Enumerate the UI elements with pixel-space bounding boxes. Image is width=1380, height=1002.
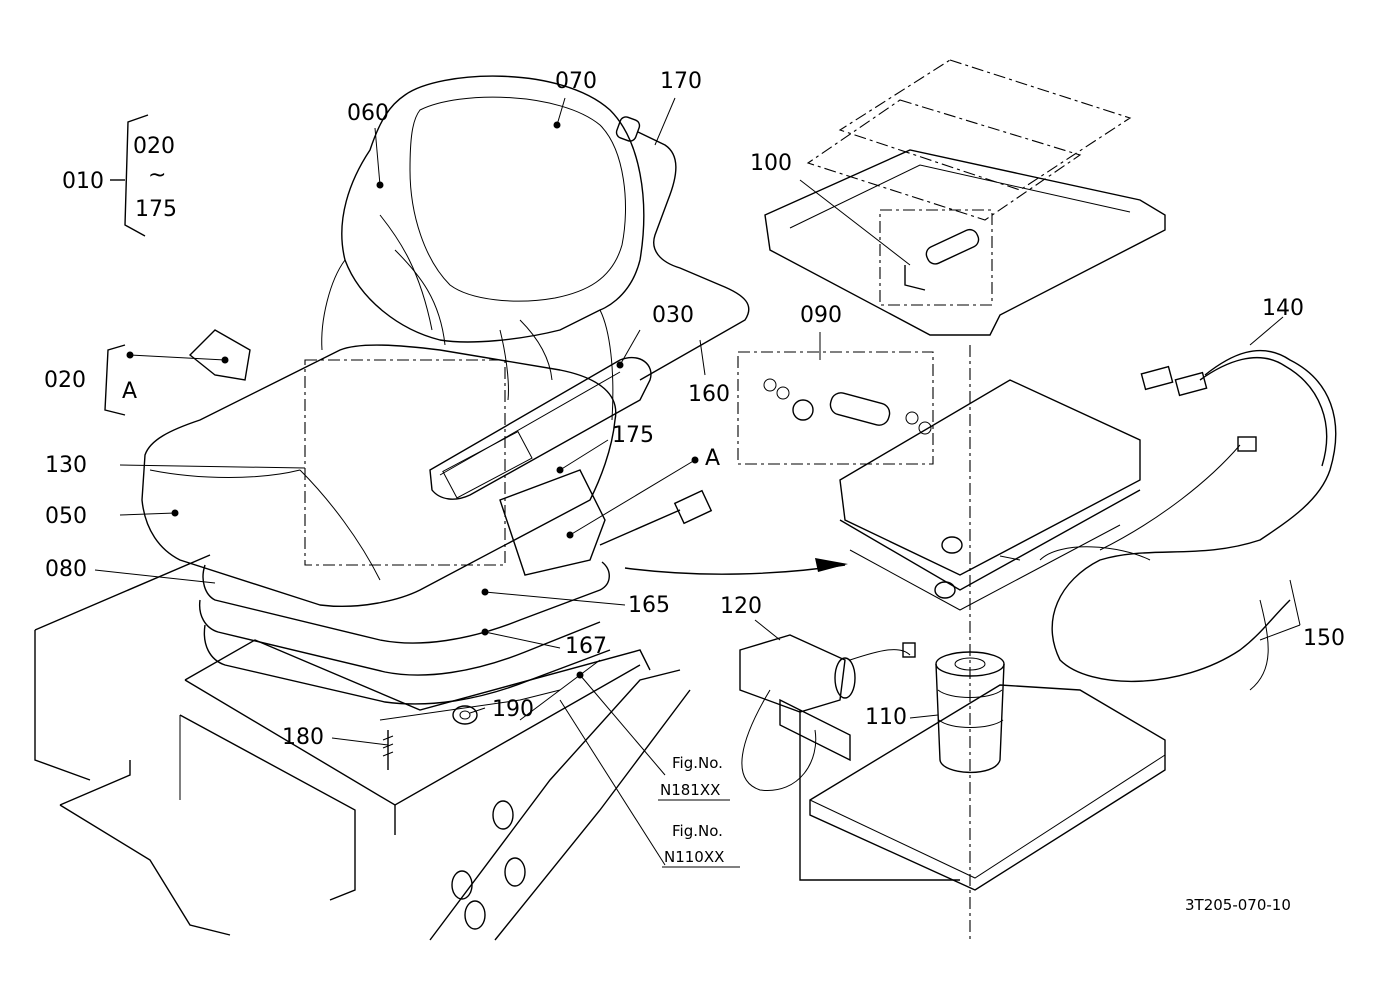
connector-a-drawing[interactable]: [599, 489, 713, 546]
callout-167: 167: [565, 634, 607, 659]
bracket-detail-frame-100: [879, 209, 993, 306]
callout-175: 175: [612, 423, 654, 448]
compressor-120-drawing[interactable]: [739, 634, 960, 881]
assembly-direction-arrow: [624, 564, 846, 575]
callout-170: 170: [660, 69, 702, 94]
callout-100: 100: [750, 151, 792, 176]
callout-010: 010: [62, 169, 104, 194]
drawing-number: 3T205-070-10: [1185, 896, 1291, 914]
range-bracket-010: [124, 114, 149, 237]
control-box-drawing[interactable]: [499, 469, 606, 576]
bracket-100-drawing[interactable]: [904, 227, 981, 291]
leader-dots: [126, 121, 699, 679]
callout-160: 160: [688, 382, 730, 407]
callout-020-range-start: 020: [133, 134, 175, 159]
suspension-bellows-drawing[interactable]: [198, 561, 611, 705]
callout-020-detail: 020: [44, 368, 86, 393]
detail-label-a-right: A: [705, 446, 720, 471]
detail-a-bracket: [104, 344, 126, 416]
air-hose-drawing[interactable]: [615, 115, 750, 381]
callout-110: 110: [865, 705, 907, 730]
fig-ref-1-number: N181XX: [660, 781, 720, 799]
armrest-keypad: [442, 430, 533, 499]
callout-070: 070: [555, 69, 597, 94]
callout-165: 165: [628, 593, 670, 618]
leader-lines: [94, 97, 1301, 868]
detail-label-a-left: A: [122, 379, 137, 404]
callout-090: 090: [800, 303, 842, 328]
seat-mechanism-detail-frame: [304, 359, 506, 566]
cylinder-detail-frame-090: [737, 351, 934, 465]
callout-080: 080: [45, 557, 87, 582]
wire-harness-drawing[interactable]: [999, 349, 1337, 691]
callout-190: 190: [492, 697, 534, 722]
fig-ref-1-label: Fig.No.: [672, 754, 723, 772]
upper-plates-drawing: [764, 59, 1166, 336]
lower-base-plate-drawing: [809, 684, 1166, 891]
seat-base-plate-drawing: [184, 639, 651, 721]
callout-150: 150: [1303, 626, 1345, 651]
callout-060: 060: [347, 101, 389, 126]
switch-020-drawing[interactable]: [188, 329, 251, 381]
callout-140: 140: [1262, 296, 1304, 321]
callout-130: 130: [45, 453, 87, 478]
nut-190-drawing[interactable]: [452, 705, 478, 725]
backrest-drawing[interactable]: [321, 75, 645, 421]
fig-ref-2-label: Fig.No.: [672, 822, 723, 840]
cylinder-090-drawing[interactable]: [763, 378, 932, 435]
armrest-drawing[interactable]: [429, 356, 652, 500]
fig-ref-2-number: N110XX: [664, 848, 724, 866]
callout-050: 050: [45, 504, 87, 529]
seat-rail-frame-drawing: [839, 379, 1141, 611]
callout-120: 120: [720, 594, 762, 619]
callout-175-range-end: 175: [135, 197, 177, 222]
bolt-180-drawing[interactable]: [382, 730, 394, 770]
seat-base-platform-drawing: [34, 554, 691, 941]
callout-030: 030: [652, 303, 694, 328]
callout-range-tilde: ~: [148, 163, 166, 188]
callout-180: 180: [282, 725, 324, 750]
seat-cushion-drawing[interactable]: [141, 344, 617, 608]
